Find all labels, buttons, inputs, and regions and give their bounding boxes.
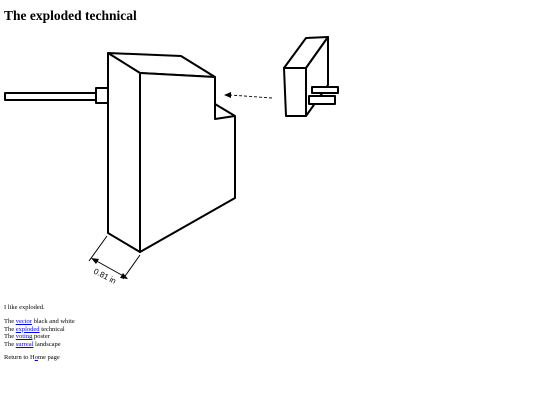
part-front-face bbox=[283, 67, 307, 117]
link-line: The surreal landscape bbox=[4, 341, 61, 349]
page-title: The exploded technical bbox=[4, 8, 137, 23]
intro-text: I like exploded. bbox=[4, 304, 45, 311]
link-vector[interactable]: vector bbox=[15, 318, 32, 325]
exploded-technical-drawing: 0.81 in bbox=[4, 36, 339, 286]
dimension-arrow-right bbox=[120, 273, 128, 279]
return-line: Return to Home page bbox=[4, 354, 60, 361]
explode-arrow-line bbox=[229, 94, 273, 99]
link-line: The vector black and white bbox=[4, 318, 75, 325]
link-surreal[interactable]: surreal bbox=[15, 341, 34, 349]
dimension-arrow-left bbox=[91, 258, 99, 264]
block-front-face bbox=[139, 72, 236, 253]
link-list: The vector black and white The exploded … bbox=[4, 318, 75, 349]
link-line: The voting poster bbox=[4, 333, 50, 341]
dimension-label: 0.81 in bbox=[92, 267, 117, 286]
dimension-extension-right bbox=[122, 254, 141, 280]
pin-lower bbox=[308, 95, 336, 105]
link-line: The exploded technical bbox=[4, 325, 65, 333]
pin-upper bbox=[311, 86, 339, 94]
dimension-line bbox=[92, 258, 128, 279]
home-link[interactable]: o bbox=[34, 354, 38, 361]
rod bbox=[4, 92, 97, 101]
link-exploded[interactable]: exploded bbox=[15, 325, 40, 333]
notch-edge bbox=[214, 104, 236, 120]
dimension-extension-left bbox=[88, 235, 108, 262]
link-voting[interactable]: voting bbox=[15, 333, 33, 341]
block-left-face bbox=[107, 52, 141, 253]
explode-arrow-head bbox=[224, 92, 231, 98]
